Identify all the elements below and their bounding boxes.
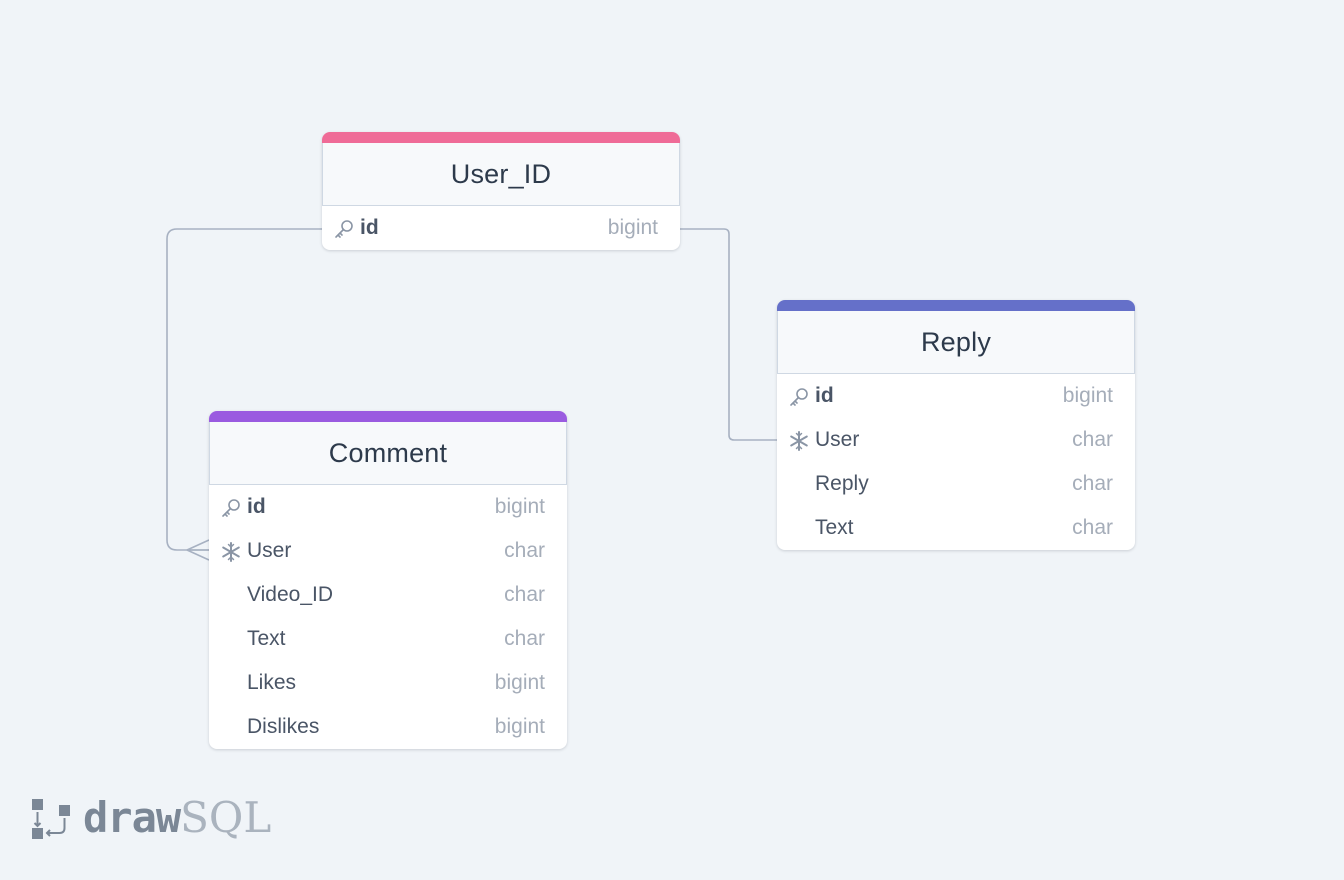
column-name: id	[815, 384, 834, 407]
table-title: Comment	[328, 437, 448, 468]
column-type: char	[504, 627, 545, 650]
column-row[interactable]: Reply char	[777, 462, 1135, 506]
column-name: Text	[815, 516, 854, 539]
relationship-user-reply	[680, 228, 777, 441]
table-user-id[interactable]: User_ID id bigint	[322, 132, 680, 250]
drawsql-logo-icon	[32, 799, 70, 839]
column-type: bigint	[494, 671, 545, 694]
column-name: User	[815, 428, 860, 451]
column-row[interactable]: Dislikes bigint	[209, 705, 567, 749]
snowflake-icon	[788, 430, 810, 452]
column-row[interactable]: User char	[777, 418, 1135, 462]
column-type: char	[504, 539, 545, 562]
snowflake-icon	[220, 541, 242, 563]
key-icon	[788, 386, 810, 408]
column-row[interactable]: Text char	[777, 506, 1135, 550]
brand-text-sql: SQL	[180, 792, 272, 842]
column-name: Text	[247, 627, 286, 650]
table-accent-bar	[322, 132, 680, 143]
column-row[interactable]: id bigint	[777, 374, 1135, 418]
table-accent-bar	[777, 300, 1135, 311]
column-row[interactable]: Text char	[209, 617, 567, 661]
column-row[interactable]: Likes bigint	[209, 661, 567, 705]
column-row[interactable]: Video_ID char	[209, 573, 567, 617]
column-name: id	[247, 495, 266, 518]
column-name: id	[360, 216, 379, 239]
column-name: Likes	[247, 671, 297, 694]
column-type: bigint	[1062, 384, 1113, 407]
table-header[interactable]: Reply	[777, 311, 1135, 374]
column-row[interactable]: id bigint	[322, 206, 680, 250]
column-row[interactable]: id bigint	[209, 485, 567, 529]
table-header[interactable]: Comment	[209, 422, 567, 485]
column-name: Video_ID	[247, 583, 334, 606]
column-type: char	[1072, 472, 1113, 495]
table-title: Reply	[920, 326, 992, 357]
brand-text-draw: draw	[83, 792, 181, 842]
column-name: User	[247, 539, 292, 562]
column-name: Reply	[815, 472, 869, 495]
table-accent-bar	[209, 411, 567, 422]
column-type: char	[1072, 428, 1113, 451]
column-type: char	[1072, 516, 1113, 539]
key-icon	[333, 218, 355, 240]
column-type: char	[504, 583, 545, 606]
table-title: User_ID	[450, 158, 552, 189]
table-reply[interactable]: Reply id bigint User char Reply char	[777, 300, 1135, 550]
table-header[interactable]: User_ID	[322, 143, 680, 206]
table-comment[interactable]: Comment id bigint User char Video_ID cha…	[209, 411, 567, 749]
column-name: Dislikes	[247, 715, 320, 738]
crows-foot-icon	[186, 539, 210, 561]
column-type: bigint	[494, 715, 545, 738]
key-icon	[220, 497, 242, 519]
column-type: bigint	[607, 216, 658, 239]
column-row[interactable]: User char	[209, 529, 567, 573]
column-type: bigint	[494, 495, 545, 518]
